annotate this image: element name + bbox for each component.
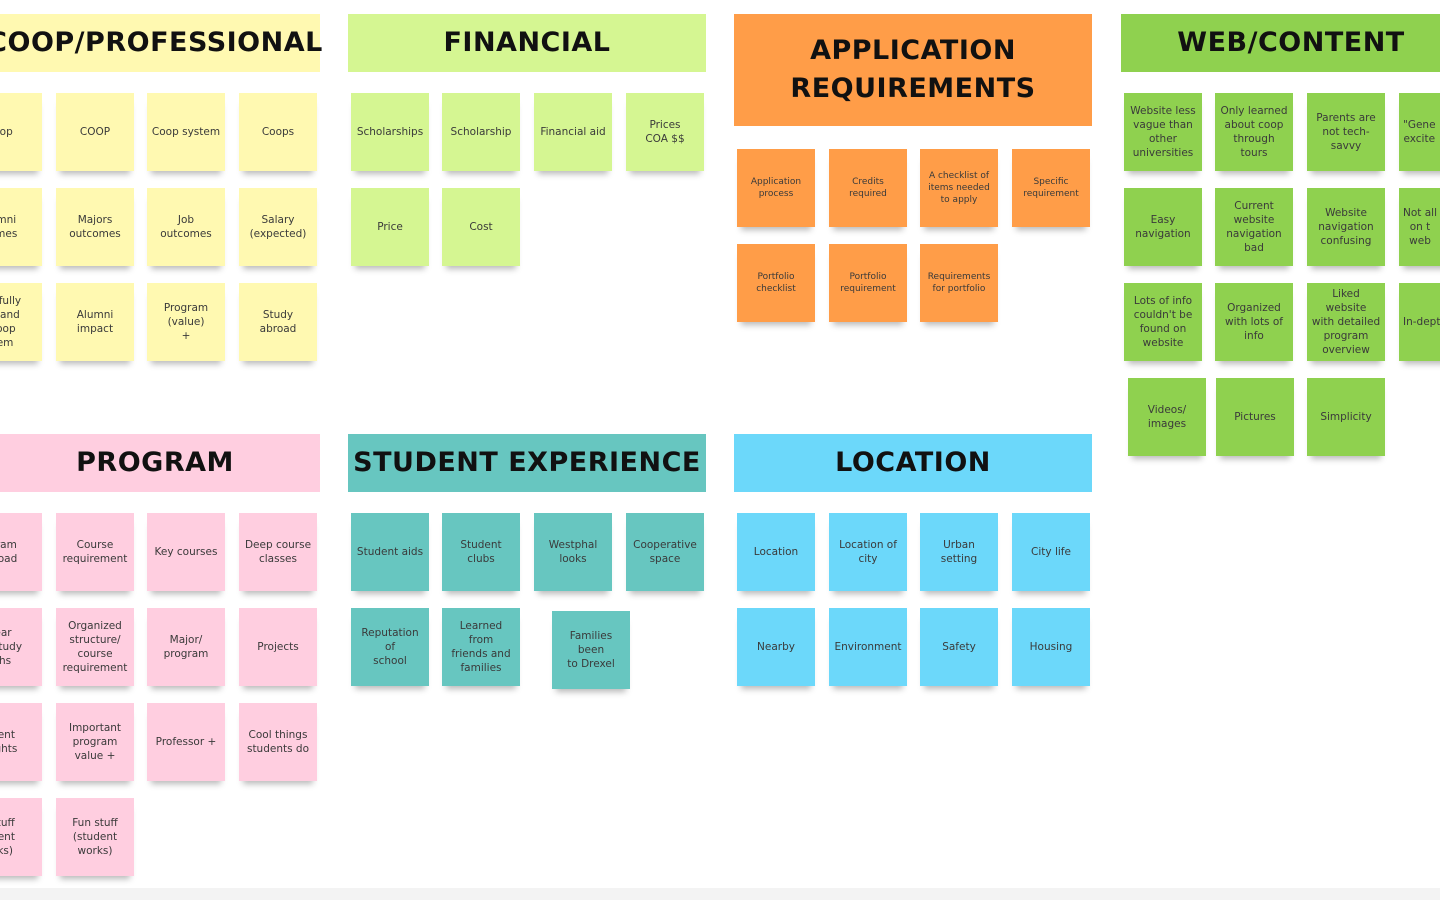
header-web-content[interactable]: WEB/CONTENT <box>1121 14 1440 72</box>
sticky-note[interactable]: "Gene excite <box>1399 93 1440 171</box>
sticky-note[interactable]: Safety <box>920 608 998 686</box>
sticky-note[interactable]: Environment <box>829 608 907 686</box>
sticky-note[interactable]: Important program value + <box>56 703 134 781</box>
sticky-note[interactable]: Study abroad <box>239 283 317 361</box>
sticky-note[interactable]: Fun stuff (student works) <box>56 798 134 876</box>
sticky-note[interactable]: Credits required <box>829 149 907 227</box>
sticky-note[interactable]: Application process <box>737 149 815 227</box>
sticky-note[interactable]: stuff dent rks) <box>0 798 42 876</box>
sticky-note[interactable]: Scholarships <box>351 93 429 171</box>
sticky-note[interactable]: Portfolio checklist <box>737 244 815 322</box>
sticky-note[interactable]: Course requirement <box>56 513 134 591</box>
sticky-note[interactable]: Requirements for portfolio <box>920 244 998 322</box>
sticky-note[interactable]: Coop system <box>147 93 225 171</box>
header-financial[interactable]: FINANCIAL <box>348 14 706 72</box>
sticky-note[interactable]: Prices COA $$ <box>626 93 704 171</box>
sticky-note[interactable]: Location of city <box>829 513 907 591</box>
sticky-note[interactable]: Website less vague than other universiti… <box>1124 93 1202 171</box>
sticky-note[interactable]: Portfolio requirement <box>829 244 907 322</box>
sticky-note[interactable]: Scholarship <box>442 93 520 171</box>
sticky-note[interactable]: Job outcomes <box>147 188 225 266</box>
sticky-note[interactable]: ot fully rstand coop tem <box>0 283 42 361</box>
sticky-note[interactable]: Deep course classes <box>239 513 317 591</box>
sticky-note[interactable]: Families been to Drexel <box>552 611 630 689</box>
sticky-note[interactable]: Cost <box>442 188 520 266</box>
sticky-note[interactable]: Videos/ images <box>1128 378 1206 456</box>
sticky-note[interactable]: Majors outcomes <box>56 188 134 266</box>
sticky-note[interactable]: oop <box>0 93 42 171</box>
sticky-note[interactable]: Salary (expected) <box>239 188 317 266</box>
sticky-note[interactable]: Projects <box>239 608 317 686</box>
sticky-note[interactable]: Lots of info couldn't be found on websit… <box>1124 283 1202 361</box>
header-location[interactable]: LOCATION <box>734 434 1092 492</box>
sticky-note[interactable]: Urban setting <box>920 513 998 591</box>
sticky-note[interactable]: Liked website with detailed program over… <box>1307 283 1385 361</box>
sticky-note[interactable]: Cooperative space <box>626 513 704 591</box>
sticky-note[interactable]: Current website navigation bad <box>1215 188 1293 266</box>
sticky-note[interactable]: Student aids <box>351 513 429 591</box>
header-coop-professional[interactable]: COOP/PROFESSIONAL <box>0 14 322 72</box>
sticky-note[interactable]: Simplicity <box>1307 378 1385 456</box>
sticky-note[interactable]: ear s/study ths <box>0 608 42 686</box>
sticky-note[interactable]: Website navigation confusing <box>1307 188 1385 266</box>
sticky-note[interactable]: Key courses <box>147 513 225 591</box>
sticky-note[interactable]: Pictures <box>1216 378 1294 456</box>
sticky-note[interactable]: Student clubs <box>442 513 520 591</box>
header-application-requirements[interactable]: APPLICATION REQUIREMENTS <box>734 14 1092 126</box>
sticky-note[interactable]: Housing <box>1012 608 1090 686</box>
sticky-note[interactable]: A checklist of items needed to apply <box>920 149 998 227</box>
sticky-note[interactable]: Professor + <box>147 703 225 781</box>
sticky-note[interactable]: COOP <box>56 93 134 171</box>
sticky-note[interactable]: Specific requirement <box>1012 149 1090 227</box>
sticky-note[interactable]: Learned from friends and families <box>442 608 520 686</box>
sticky-note[interactable]: Parents are not tech- savvy <box>1307 93 1385 171</box>
sticky-note[interactable]: gram kload <box>0 513 42 591</box>
sticky-note[interactable]: dent lights <box>0 703 42 781</box>
header-program[interactable]: PROGRAM <box>0 434 320 492</box>
sticky-note[interactable]: Location <box>737 513 815 591</box>
sticky-note[interactable]: City life <box>1012 513 1090 591</box>
header-student-experience[interactable]: STUDENT EXPERIENCE <box>348 434 706 492</box>
sticky-note[interactable]: Cool things students do <box>239 703 317 781</box>
sticky-note[interactable]: Alumni impact <box>56 283 134 361</box>
sticky-note[interactable]: Organized with lots of info <box>1215 283 1293 361</box>
sticky-note[interactable]: Not all on t web <box>1399 188 1440 266</box>
sticky-note[interactable]: Coops <box>239 93 317 171</box>
sticky-note[interactable]: Price <box>351 188 429 266</box>
sticky-note[interactable]: Program (value) + <box>147 283 225 361</box>
sticky-note[interactable]: Organized structure/ course requirement <box>56 608 134 686</box>
sticky-note[interactable]: Only learned about coop through tours <box>1215 93 1293 171</box>
sticky-note[interactable]: Nearby <box>737 608 815 686</box>
sticky-note[interactable]: Westphal looks <box>534 513 612 591</box>
sticky-note[interactable]: In-dept <box>1399 283 1440 361</box>
sticky-note[interactable]: umni omes <box>0 188 42 266</box>
sticky-note[interactable]: Financial aid <box>534 93 612 171</box>
sticky-note[interactable]: Major/ program <box>147 608 225 686</box>
sticky-note[interactable]: Reputation of school <box>351 608 429 686</box>
sticky-note[interactable]: Easy navigation <box>1124 188 1202 266</box>
